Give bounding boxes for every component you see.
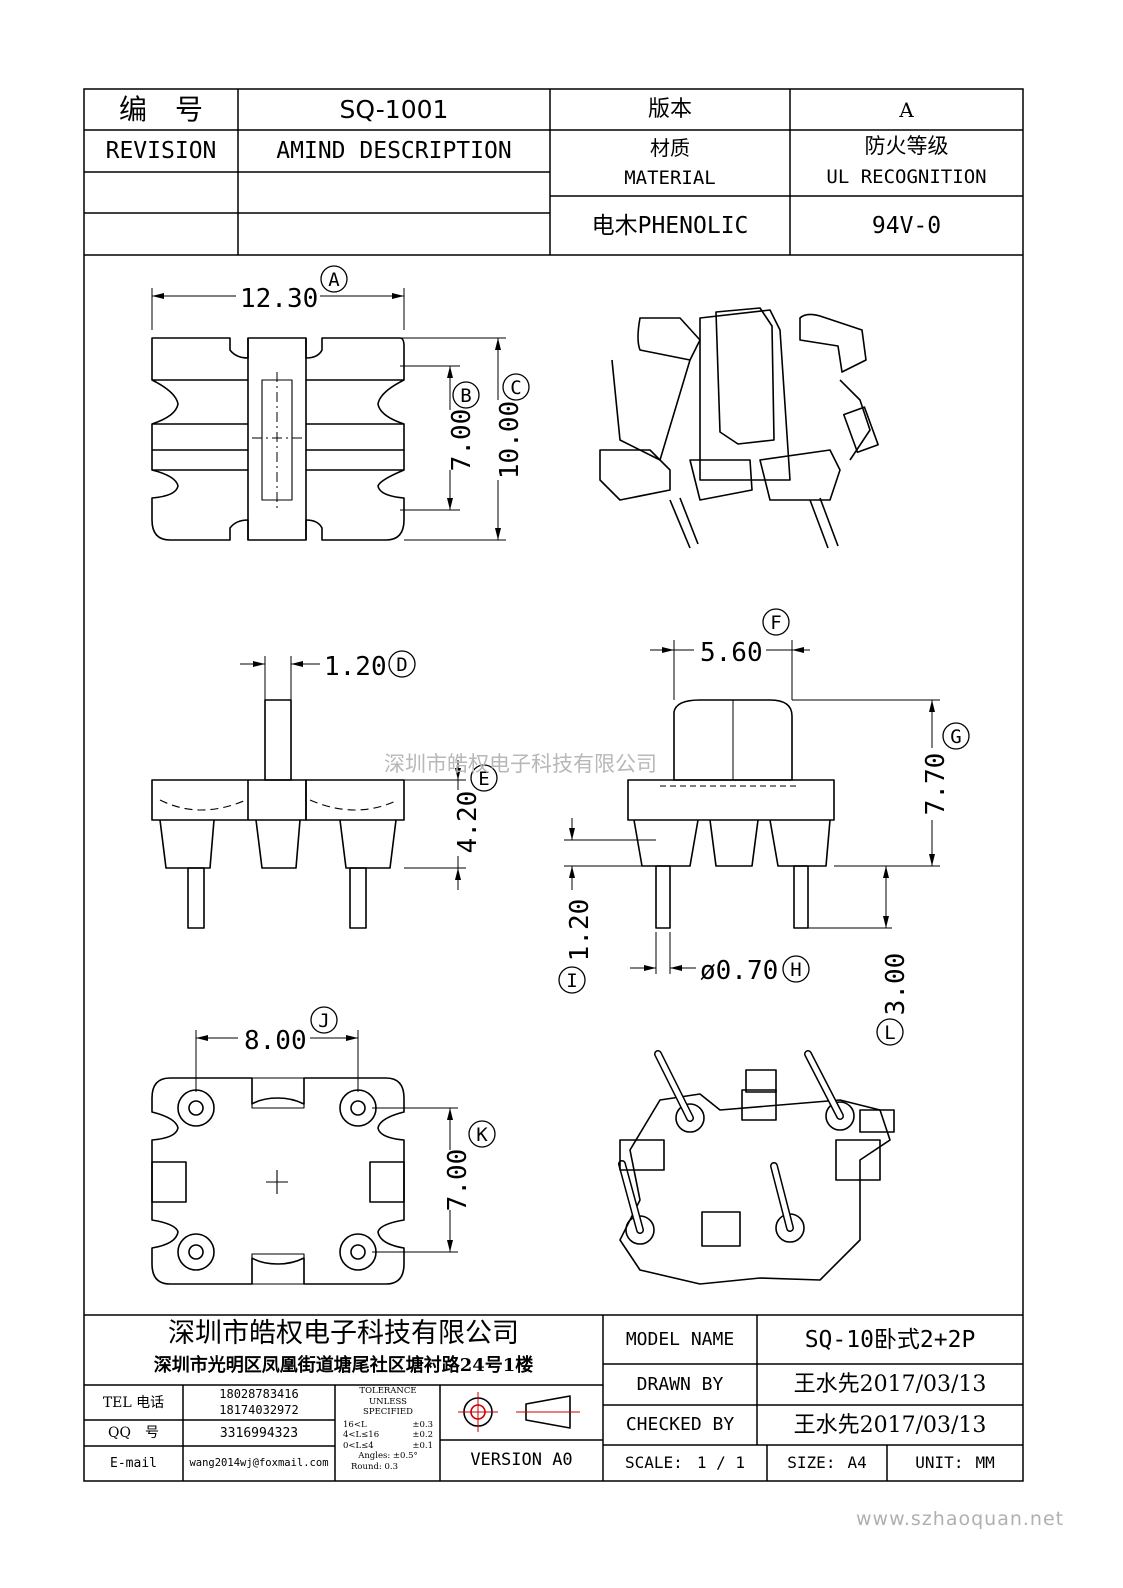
tel-label: TEL 电话: [102, 1394, 165, 1411]
tolerance-specified: SPECIFIED: [363, 1407, 413, 1417]
watermark: 深圳市皓权电子科技有限公司: [384, 752, 657, 776]
number-label: 编 号: [118, 93, 203, 127]
drawn-by-label: DRAWN BY: [636, 1373, 724, 1395]
dim-f-value: 5.60: [700, 638, 763, 668]
tolerance-unless: UNLESS: [369, 1396, 407, 1407]
drawn-by-value: 王水先2017/03/13: [793, 1372, 987, 1398]
svg-text:H: H: [790, 959, 801, 981]
tel-2: 18174032972: [219, 1403, 299, 1417]
dim-k-value: 7.00: [443, 1149, 473, 1212]
balloon-d: D: [389, 651, 415, 677]
balloon-j: J: [311, 1007, 337, 1033]
tel-1: 18028783416: [219, 1387, 299, 1401]
number-value: SQ-1001: [339, 94, 449, 124]
scale-value: 1 / 1: [696, 1453, 745, 1473]
qq-label: QQ 号: [108, 1425, 159, 1442]
dim-a-value: 12.30: [240, 284, 318, 314]
svg-text:E: E: [478, 768, 489, 790]
svg-text:D: D: [396, 654, 407, 676]
revision-label: REVISION: [105, 138, 217, 165]
site-url[interactable]: www.szhaoquan.net: [856, 1508, 1065, 1530]
email-label: E-mail: [110, 1456, 157, 1472]
material-label-en: MATERIAL: [624, 167, 716, 190]
balloon-c: C: [503, 374, 529, 400]
fire-rating-label-en: UL RECOGNITION: [826, 166, 987, 189]
qq-value: 3316994323: [219, 1425, 299, 1441]
svg-text:A: A: [328, 269, 340, 291]
company-address: 深圳市光明区凤凰街道塘尾社区塘衬路24号1楼: [153, 1354, 534, 1376]
unit-label: UNIT:: [915, 1453, 964, 1473]
dimension-arrows: [152, 293, 935, 1252]
dim-d-value: 1.20: [324, 652, 387, 682]
amind-description-label: AMIND DESCRIPTION: [276, 138, 512, 165]
tolerance-row: 16<L±0.3: [343, 1419, 433, 1430]
size-label: SIZE:: [787, 1453, 836, 1473]
model-name-value: SQ-10卧式2+2P: [804, 1326, 976, 1353]
version-value: A: [899, 97, 914, 122]
tolerance-block: TOLERANCE UNLESS SPECIFIED 16<L±0.3 4<L≤…: [337, 1386, 439, 1481]
tolerance-row: 4<L≤16±0.2: [343, 1430, 433, 1440]
svg-text:F: F: [770, 612, 781, 634]
version-label: 版本: [647, 97, 692, 123]
balloon-k: K: [469, 1121, 495, 1147]
size-value: A4: [847, 1453, 867, 1473]
dim-c-value: 10.00: [495, 401, 525, 479]
material-value: 电木PHENOLIC: [591, 212, 749, 239]
iso-view-top: [600, 308, 878, 548]
balloon-b: B: [453, 382, 479, 408]
top-view: [152, 338, 404, 540]
dim-l-value: 3.00: [881, 953, 911, 1016]
svg-text:G: G: [950, 726, 961, 748]
svg-text:C: C: [510, 377, 521, 399]
company-name: 深圳市皓权电子科技有限公司: [168, 1317, 519, 1349]
svg-text:K: K: [476, 1124, 488, 1146]
dim-j-value: 8.00: [244, 1026, 307, 1056]
front-view: [628, 700, 834, 928]
balloon-i: I: [559, 967, 585, 993]
dim-i-value: 1.20: [565, 899, 595, 962]
model-name-label: MODEL NAME: [625, 1328, 735, 1350]
tolerance-title: TOLERANCE: [359, 1386, 417, 1396]
tolerance-round: Round: 0.3: [351, 1461, 398, 1472]
balloon-e: E: [471, 765, 497, 791]
balloon-l: L: [877, 1019, 903, 1045]
checked-by-value: 王水先2017/03/13: [793, 1412, 987, 1438]
iso-view-bottom: [620, 1054, 894, 1284]
unit-value: MM: [975, 1453, 995, 1473]
email-value[interactable]: wang2014wj@foxmail.com: [189, 1457, 329, 1470]
unit-cell: UNIT: MM: [887, 1446, 1023, 1481]
tolerance-row: 0<L≤4±0.1: [343, 1440, 433, 1451]
fire-rating-label-cn: 防火等级: [864, 133, 949, 158]
projection-symbol-icon: [458, 1392, 580, 1432]
balloon-h: H: [783, 956, 809, 982]
balloon-a: A: [321, 266, 347, 292]
dim-g-value: 7.70: [921, 753, 951, 816]
fire-rating-value: 94V-0: [871, 212, 942, 239]
side-view: [152, 700, 404, 928]
checked-by-label: CHECKED BY: [625, 1414, 735, 1436]
svg-text:L: L: [884, 1022, 895, 1044]
material-label-cn: 材质: [650, 135, 690, 160]
bottom-view: [152, 1078, 404, 1284]
balloon-g: G: [943, 723, 969, 749]
dim-b-value: 7.00: [447, 409, 477, 472]
balloon-f: F: [763, 609, 789, 635]
svg-text:J: J: [318, 1010, 329, 1032]
svg-text:B: B: [460, 385, 471, 407]
tolerance-angles: Angles: ±0.5°: [358, 1451, 418, 1461]
dim-h-value: ø0.70: [700, 956, 778, 986]
scale-cell: SCALE: 1 / 1: [603, 1446, 767, 1481]
version-a0: VERSION A0: [470, 1450, 573, 1471]
dim-e-value: 4.20: [453, 791, 483, 854]
scale-label: SCALE:: [625, 1453, 683, 1473]
size-cell: SIZE: A4: [767, 1446, 887, 1481]
tel-values: 18028783416 18174032972: [183, 1386, 335, 1420]
svg-text:I: I: [566, 970, 577, 992]
